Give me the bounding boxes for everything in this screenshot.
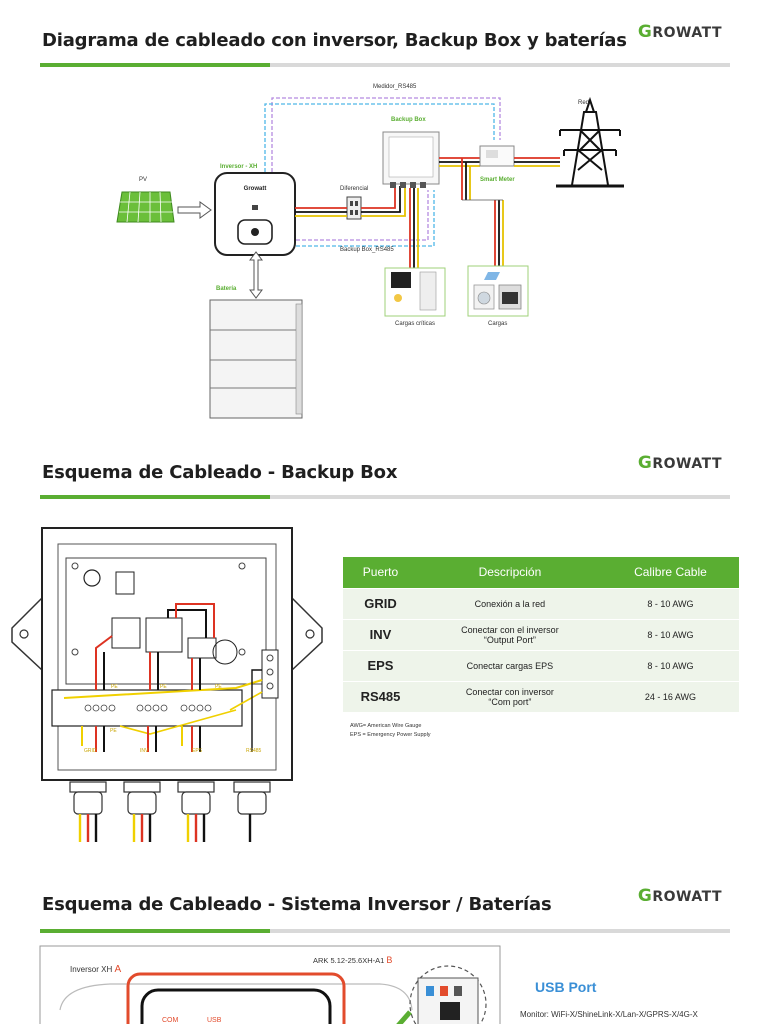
smart-meter-label: Smart Meter [480,177,515,183]
battery-stack-icon [209,299,303,419]
terminal-label-pe: PE [110,728,117,734]
terminal-label-pe: PE [215,684,222,690]
page-title: Esquema de Cableado - Backup Box [42,462,398,483]
table-row: INV Conectar con el inversor“Output Port… [343,618,739,650]
table-header: Calibre Cable [601,557,739,588]
backup-rs485-label: Backup Box_RS485 [340,247,394,253]
terminal-label-grid: GRID [84,748,97,754]
cargas-label: Cargas [488,321,508,327]
page-title: Diagrama de cableado con inversor, Backu… [42,30,627,51]
backup-box-label: Backup Box [391,117,426,123]
growatt-logo: GROWATT [637,22,722,42]
usb-port-description: Monitor: WiFi-X/ShineLink-X/Lan-X/GPRS-X… [520,1010,698,1019]
usb-label: USB [207,1017,222,1024]
diferencial-label: Diferencial [340,186,369,192]
growatt-logo: GROWATT [637,886,722,906]
power-tower-icon [556,96,624,188]
slide-wiring-diagram: Diagrama de cableado con inversor, Backu… [0,0,768,430]
table-header: Descripción [417,557,602,588]
ports-table: Puerto Descripción Calibre Cable GRID Co… [343,557,739,712]
table-row: RS485 Conectar con inversor“Com port” 24… [343,680,739,712]
inverter-label: Inversor XH A [70,964,122,975]
inverter-battery-diagram [39,945,501,1024]
title-divider [40,63,730,67]
page-title: Esquema de Cableado - Sistema Inversor /… [42,894,552,915]
terminal-label-inv: INV [140,748,149,754]
com-label: COM [162,1017,179,1024]
terminal-label-pe: PE [160,684,167,690]
terminal-label-rs485: RS485 [246,748,262,754]
red-label: Red [578,100,590,106]
svg-text:Growatt: Growatt [244,186,267,192]
bateria-label: Batería [216,286,237,292]
pv-panel-icon [116,191,175,223]
note-eps: EPS = Emergency Power Supply [350,732,431,738]
growatt-logo: GROWATT [637,453,722,473]
usb-port-title: USB Port [535,979,597,995]
title-divider [40,495,730,499]
medidor-label: Medidor_RS485 [373,84,417,90]
backup-box-schematic [11,527,323,842]
cargas-criticas-label: Cargas críticas [395,321,436,327]
table-row: GRID Conexión a la red 8 - 10 AWG [343,587,739,619]
terminal-label-eps: EPS [192,748,203,754]
wiring-diagram: Growatt [116,96,624,419]
note-awg: AWG= American Wire Gauge [350,723,422,729]
title-divider [40,929,730,933]
inversor-label: Inversor - XH [220,164,258,170]
table-row: EPS Conectar cargas EPS 8 - 10 AWG [343,649,739,681]
battery-model-label: ARK 5.12-25.6XH-A1 B [313,955,393,965]
table-header: Puerto [343,557,418,588]
pv-label: PV [139,177,148,183]
terminal-label-pe: PE [111,684,118,690]
